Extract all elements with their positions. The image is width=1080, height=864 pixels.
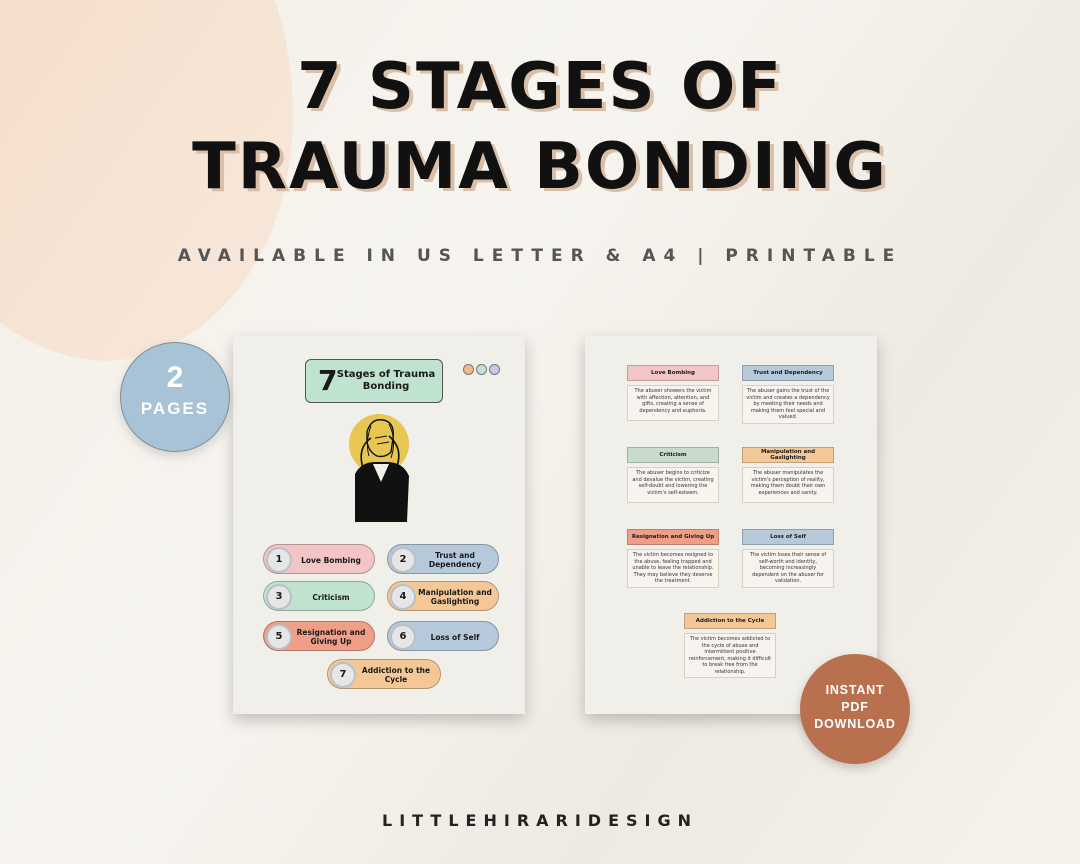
stage-card-text-5: The victim becomes resigned to the abuse… xyxy=(627,549,719,588)
stage-number-1: 1 xyxy=(266,547,292,573)
pages-badge-label: PAGES xyxy=(140,399,210,418)
stage-card-2: Trust and Dependency The abuser gains th… xyxy=(742,365,834,424)
stage-number-4: 4 xyxy=(390,584,416,610)
stage-card-text-7: The victim becomes addicted to the cycle… xyxy=(684,633,776,678)
page-preview-2: Love Bombing The abuser showers the vict… xyxy=(585,336,877,714)
pages-badge: 2 PAGES xyxy=(120,342,230,452)
stage-label-4: Manipulation and Gaslighting xyxy=(418,588,492,606)
woman-illustration-icon xyxy=(349,414,409,522)
headline-line-2: TRAUMA BONDING xyxy=(192,130,888,204)
instant-pdf-badge: INSTANT PDF DOWNLOAD xyxy=(800,654,910,764)
page1-title-number: 7 xyxy=(318,364,338,397)
headline-line-1: 7 STAGES OF xyxy=(297,50,783,124)
stage-label-2: Trust and Dependency xyxy=(428,551,482,569)
stage-number-6: 6 xyxy=(390,624,416,650)
page1-title-box: 7 Stages of Trauma Bonding xyxy=(305,359,443,403)
stage-pill-6: 6 Loss of Self xyxy=(387,621,499,651)
pdf-badge-line-3: DOWNLOAD xyxy=(814,717,896,731)
stage-card-7: Addiction to the Cycle The victim become… xyxy=(684,613,776,678)
stage-number-2: 2 xyxy=(390,547,416,573)
stage-card-title-2: Trust and Dependency xyxy=(742,365,834,381)
stage-card-text-6: The victim loses their sense of self-wor… xyxy=(742,549,834,588)
stage-number-7: 7 xyxy=(330,662,356,688)
pdf-badge-line-1: INSTANT xyxy=(825,683,885,697)
stage-number-3: 3 xyxy=(266,584,292,610)
stage-card-6: Loss of Self The victim loses their sens… xyxy=(742,529,834,588)
pdf-badge-line-2: PDF xyxy=(841,700,869,714)
stage-card-title-7: Addiction to the Cycle xyxy=(684,613,776,629)
stage-card-title-6: Loss of Self xyxy=(742,529,834,545)
stage-pill-5: 5 Resignation and Giving Up xyxy=(263,621,375,651)
stage-label-7: Addiction to the Cycle xyxy=(361,666,431,684)
stage-label-1: Love Bombing xyxy=(301,555,361,565)
stage-card-text-4: The abuser manipulates the victim's perc… xyxy=(742,467,834,503)
stage-card-text-3: The abuser begins to criticize and deval… xyxy=(627,467,719,503)
stage-card-3: Criticism The abuser begins to criticize… xyxy=(627,447,719,503)
stage-label-5: Resignation and Giving Up xyxy=(296,628,366,646)
stage-pill-2: 2 Trust and Dependency xyxy=(387,544,499,574)
color-dots xyxy=(463,360,502,379)
stage-pill-1: 1 Love Bombing xyxy=(263,544,375,574)
stage-card-1: Love Bombing The abuser showers the vict… xyxy=(627,365,719,421)
stage-card-text-1: The abuser showers the victim with affec… xyxy=(627,385,719,421)
brand-footer: LITTLEHIRARIDESIGN xyxy=(382,811,698,830)
subtitle: AVAILABLE IN US LETTER & A4 | PRINTABLE xyxy=(177,246,903,266)
stage-pill-3: 3 Criticism xyxy=(263,581,375,611)
dot-2 xyxy=(476,364,487,375)
stage-label-6: Loss of Self xyxy=(430,632,480,642)
dot-3 xyxy=(489,364,500,375)
stage-pill-7: 7 Addiction to the Cycle xyxy=(327,659,441,689)
stage-card-title-1: Love Bombing xyxy=(627,365,719,381)
stage-card-title-5: Resignation and Giving Up xyxy=(627,529,719,545)
stage-card-title-3: Criticism xyxy=(627,447,719,463)
pages-badge-number: 2 xyxy=(166,361,184,394)
stage-card-text-2: The abuser gains the trust of the victim… xyxy=(742,385,834,424)
stage-pill-4: 4 Manipulation and Gaslighting xyxy=(387,581,499,611)
stage-card-5: Resignation and Giving Up The victim bec… xyxy=(627,529,719,588)
dot-1 xyxy=(463,364,474,375)
page1-title-text: Stages of Trauma Bonding xyxy=(336,369,436,392)
stage-number-5: 5 xyxy=(266,624,292,650)
stage-label-3: Criticism xyxy=(312,592,350,602)
page-preview-1: 7 Stages of Trauma Bonding 1 Love Bombin… xyxy=(233,336,525,714)
stage-card-title-4: Manipulation and Gaslighting xyxy=(742,447,834,463)
stage-card-4: Manipulation and Gaslighting The abuser … xyxy=(742,447,834,503)
